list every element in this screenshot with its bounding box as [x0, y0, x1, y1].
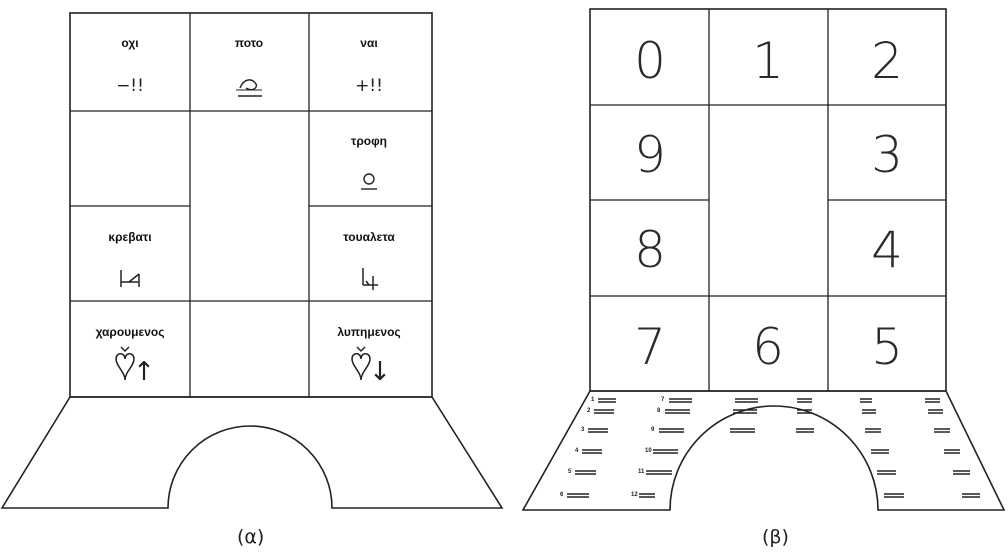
- digit-9: 9: [634, 126, 666, 184]
- panel-a-backboard: [69, 12, 433, 398]
- cell-sad-word: λυπημενος: [337, 325, 400, 339]
- svg-text:3: 3: [581, 427, 585, 433]
- cell-no-word: οχι: [121, 36, 138, 50]
- panel-a-base: [0, 396, 504, 509]
- svg-text:7: 7: [661, 397, 665, 403]
- svg-text:5: 5: [568, 469, 572, 475]
- digit-3: 3: [871, 126, 903, 184]
- sad-arrow-down-icon: ↓: [369, 357, 391, 387]
- panel-b-base: [521, 390, 1006, 511]
- digit-0: 0: [634, 32, 666, 90]
- svg-text:12: 12: [631, 492, 638, 498]
- svg-text:4: 4: [575, 448, 579, 454]
- panel-b-caption: (β): [762, 526, 789, 548]
- svg-text:9: 9: [651, 427, 655, 433]
- happy-heart-icon: [115, 346, 135, 381]
- base-writing-lines: [567, 398, 980, 498]
- digit-6: 6: [752, 318, 784, 376]
- cell-drink-word: ποτο: [235, 36, 263, 50]
- bed-symbol-icon: [120, 270, 140, 287]
- panel-a-caption: (α): [237, 526, 265, 548]
- cell-happy-word: χαρουμενος: [96, 325, 165, 339]
- digit-2: 2: [871, 32, 903, 90]
- panel-a-board: οχι −!! ποτο ναι +!! τροφη κρεβατι τουαλ…: [0, 12, 504, 509]
- svg-text:8: 8: [657, 408, 661, 414]
- svg-text:2: 2: [587, 408, 591, 414]
- cell-yes-word: ναι: [360, 36, 377, 50]
- svg-text:10: 10: [645, 448, 652, 454]
- cell-no-symbol: −!!: [116, 76, 144, 96]
- sad-heart-icon: [351, 346, 371, 381]
- svg-text:1: 1: [591, 397, 595, 403]
- cell-food-word: τροφη: [351, 134, 387, 148]
- cell-bed-word: κρεβατι: [108, 230, 151, 244]
- drink-symbol-icon: [236, 79, 262, 97]
- happy-arrow-up-icon: ↑: [133, 357, 155, 387]
- panel-b-board: 0 1 2 9 3 8 4 7 6 5 1 2 3 4 5 6 7 8 9 10…: [521, 8, 1006, 511]
- base-row-numbers: 1 2 3 4 5 6 7 8 9 10 11 12: [560, 397, 665, 498]
- cell-yes-symbol: +!!: [355, 76, 383, 96]
- food-symbol-icon: [361, 173, 377, 190]
- digit-5: 5: [871, 318, 903, 376]
- cell-toilet-word: τουαλετα: [343, 230, 395, 244]
- toilet-symbol-icon: [362, 268, 378, 290]
- digit-1: 1: [752, 32, 784, 90]
- svg-text:11: 11: [638, 469, 645, 475]
- digit-4: 4: [871, 221, 903, 279]
- digit-8: 8: [634, 221, 666, 279]
- digit-7: 7: [634, 318, 666, 376]
- svg-text:6: 6: [560, 492, 564, 498]
